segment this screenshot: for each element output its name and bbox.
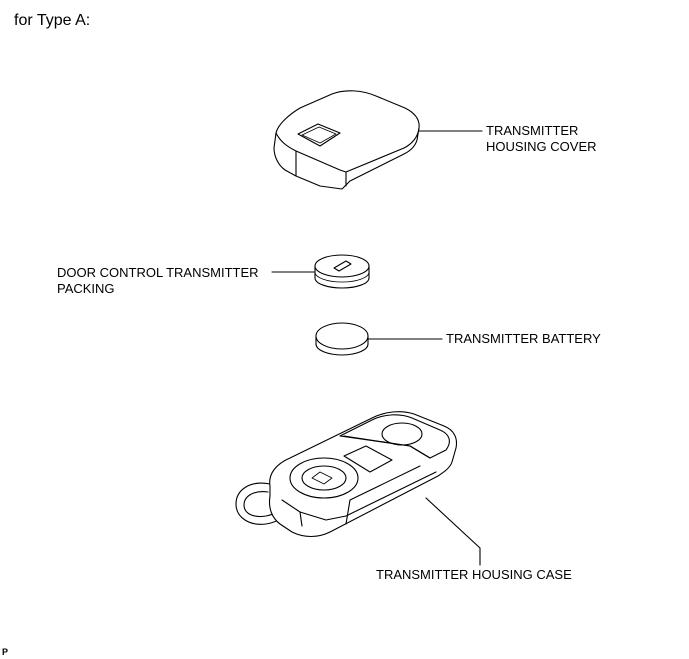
packing-label: DOOR CONTROL TRANSMITTER PACKING bbox=[57, 265, 259, 297]
case-leader-line bbox=[425, 497, 481, 566]
transmitter-housing-cover-drawing bbox=[273, 90, 420, 190]
transmitter-battery-drawing bbox=[315, 322, 369, 356]
transmitter-housing-case-drawing bbox=[235, 411, 458, 538]
door-control-transmitter-packing-drawing bbox=[314, 254, 370, 289]
packing-label-line2: PACKING bbox=[57, 281, 115, 296]
cover-label-line1: TRANSMITTER bbox=[486, 123, 579, 138]
footer-code: P bbox=[2, 647, 9, 657]
diagram-heading: for Type A: bbox=[14, 12, 91, 29]
packing-label-line1: DOOR CONTROL TRANSMITTER bbox=[57, 265, 259, 280]
cover-label-line2: HOUSING COVER bbox=[486, 139, 597, 154]
battery-label: TRANSMITTER BATTERY bbox=[446, 331, 601, 346]
case-label: TRANSMITTER HOUSING CASE bbox=[376, 567, 572, 582]
cover-label: TRANSMITTER HOUSING COVER bbox=[486, 123, 597, 155]
